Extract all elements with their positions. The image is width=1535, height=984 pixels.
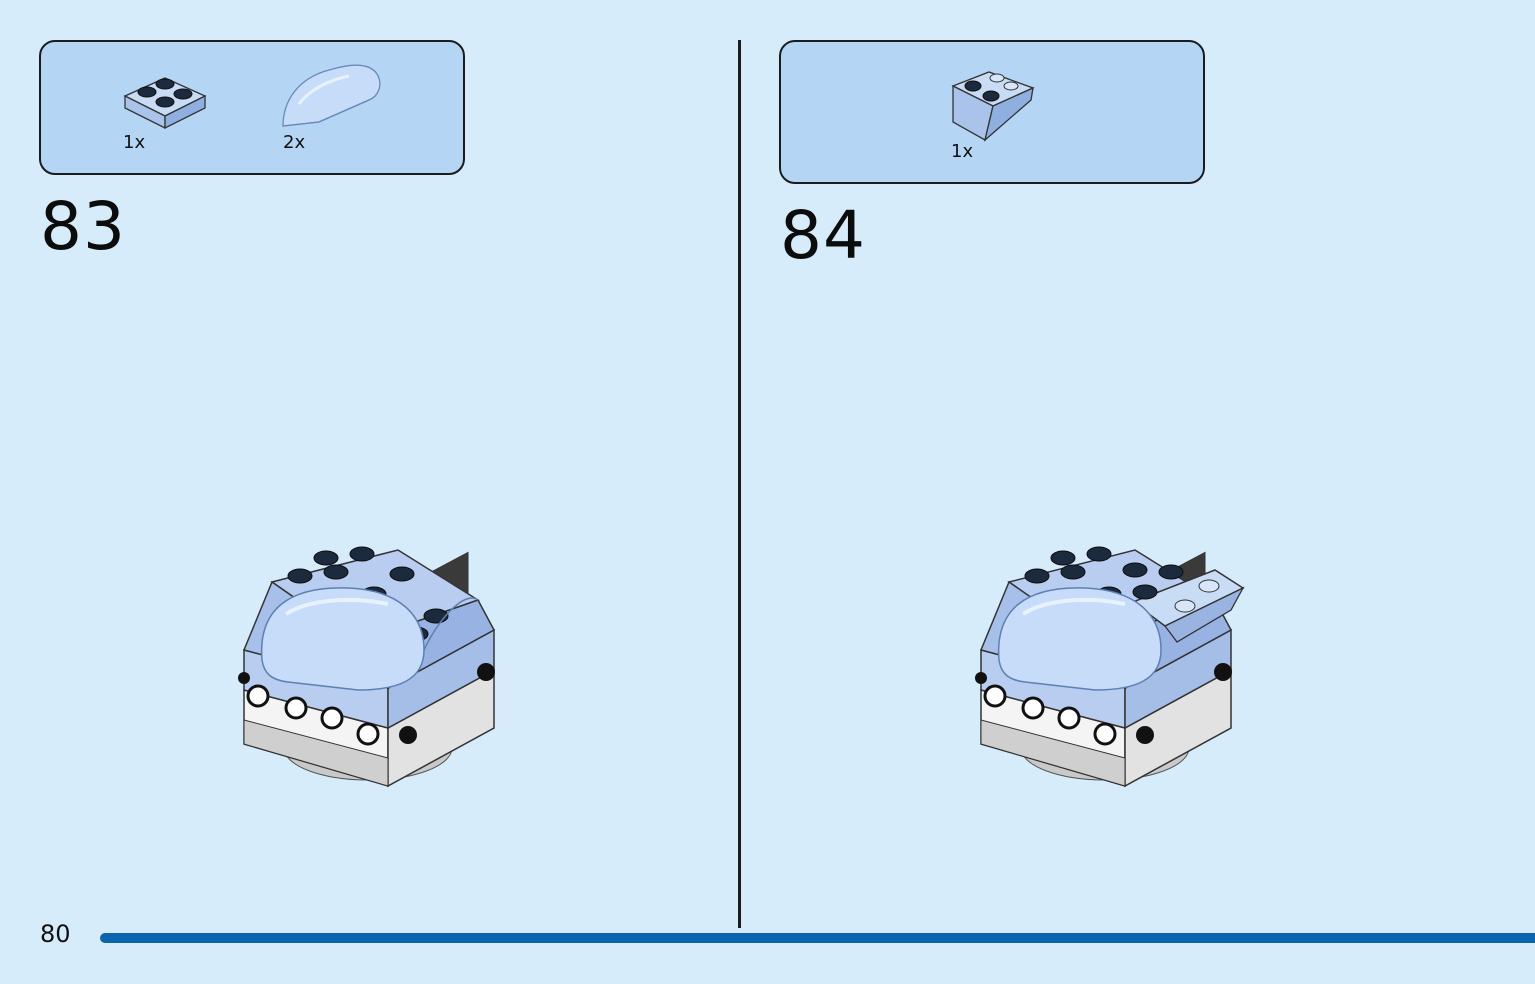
part-qty: 1x (123, 132, 146, 153)
parts-callout-step-84: 1x (779, 40, 1205, 184)
curved-slope-transparent-icon (279, 60, 389, 132)
step-number: 83 (40, 188, 126, 265)
build-model-step-83 (228, 530, 508, 804)
page-divider (738, 40, 741, 928)
part-qty: 1x (951, 141, 974, 162)
inverted-slope-icon (949, 62, 1037, 146)
plate-2x2-icon (121, 70, 207, 132)
page-number: 80 (40, 920, 71, 948)
build-model-step-84 (965, 530, 1255, 804)
parts-callout-step-83: 1x 2x (39, 40, 465, 175)
page-accent-bar (100, 933, 1535, 943)
step-number: 84 (780, 197, 866, 274)
part-qty: 2x (283, 132, 306, 153)
